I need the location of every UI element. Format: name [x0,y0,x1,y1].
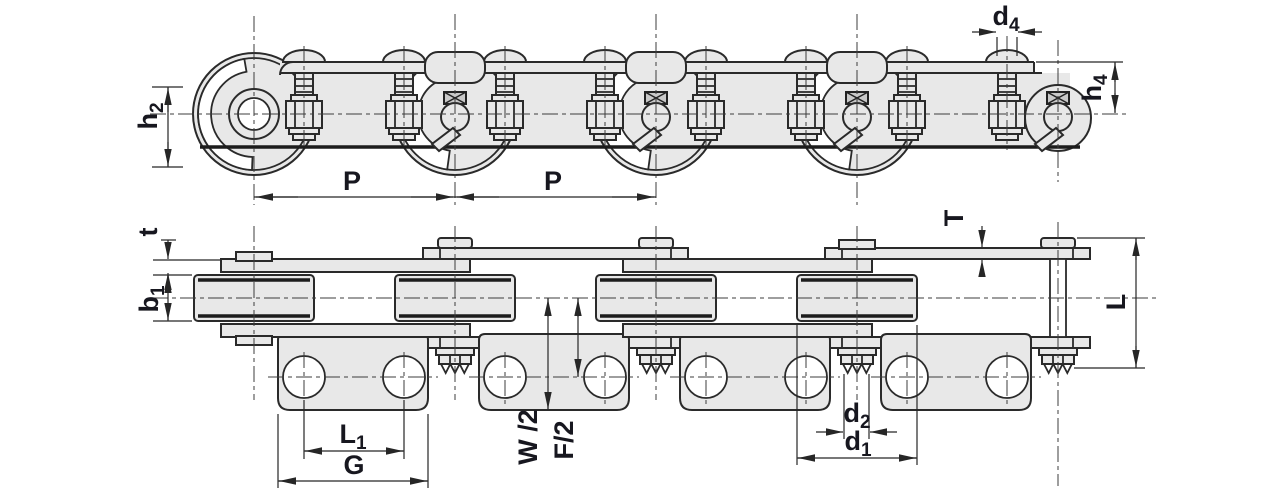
dim-label-P-right: P [544,166,562,196]
dimension-L1 [303,400,405,459]
dim-label-d2: d2 [843,398,870,433]
dim-label-b1: b1 [134,285,169,313]
dim-label-d1: d1 [844,426,872,461]
dim-label-W-half: W /2 [513,409,543,465]
dim-label-d4: d4 [992,1,1020,36]
dimension-G [277,414,429,488]
dimension-h4 [1036,61,1123,113]
dimension-d1 [796,325,918,465]
dimension-b1 [153,274,192,322]
dim-label-h2: h2 [133,102,168,129]
dimension-h2 [152,86,183,168]
dim-label-T: T [939,209,969,226]
dim-label-L: L [1101,294,1131,311]
dim-label-L1: L1 [339,419,367,454]
attachment-plates [277,333,1032,411]
dimension-d4 [972,28,1042,56]
dim-label-t: t [133,228,163,237]
outer-plates-top [422,247,1091,260]
dim-label-h4: h4 [1077,74,1112,102]
inner-plates [220,258,873,338]
plate-cut-left-end [197,57,254,171]
top-view-side-elevation: h2 P P d4 h4 [133,1,1126,205]
bottom-view-plan: t b1 T L L1 [133,209,1158,488]
dim-label-P-left: P [343,166,361,196]
dim-label-F-half: F/2 [549,420,579,459]
top-view-centerlines [150,14,1126,205]
bottom-view-centerlines [152,222,1158,486]
dimension-L [1074,237,1145,369]
dim-label-G: G [343,450,364,480]
dimension-d2 [816,374,897,439]
